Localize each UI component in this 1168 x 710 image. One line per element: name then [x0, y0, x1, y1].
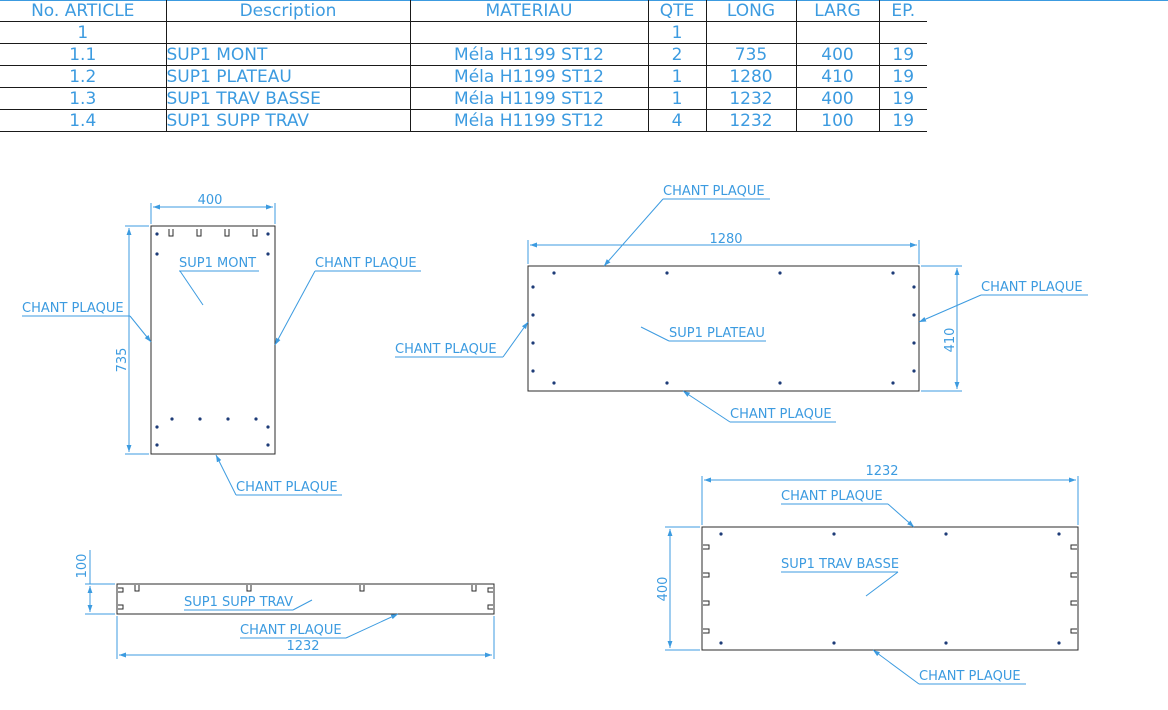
cell-long — [705, 21, 796, 44]
supp-trav-height-dim: 100 — [75, 554, 90, 579]
cell-material: Méla H1199 ST12 — [409, 65, 648, 88]
trav-basse-label: SUP1 TRAV BASSE — [781, 557, 899, 572]
mont-holes — [155, 232, 270, 447]
plateau-outline — [527, 265, 920, 392]
supp-trav-width-dim: 1232 — [286, 639, 319, 654]
cell-ep — [878, 21, 927, 44]
cell-long: 735 — [705, 43, 796, 66]
cell-material — [409, 21, 648, 44]
col-description-header: Description — [165, 0, 410, 22]
table-row: 1.2 SUP1 PLATEAU Méla H1199 ST12 1 1280 … — [0, 65, 927, 88]
cell-qty: 4 — [647, 109, 706, 132]
view-mont: 400 735 SUP1 MONT CHANT PLAQUE CHANT PLA… — [22, 193, 421, 496]
col-material-header: MATERIAU — [409, 0, 648, 22]
mont-edge-left-label: CHANT PLAQUE — [22, 301, 124, 316]
cell-qty: 2 — [647, 43, 706, 66]
cell-material: Méla H1199 ST12 — [409, 87, 648, 110]
cell-qty: 1 — [647, 87, 706, 110]
trav-basse-edge-top-label: CHANT PLAQUE — [781, 489, 883, 504]
table-row: 1.4 SUP1 SUPP TRAV Méla H1199 ST12 4 123… — [0, 109, 927, 132]
trav-basse-edge-bottom-label: CHANT PLAQUE — [919, 669, 1021, 684]
col-larg-header: LARG — [795, 0, 879, 22]
cell-description: SUP1 TRAV BASSE — [165, 87, 410, 110]
mont-label: SUP1 MONT — [179, 256, 256, 271]
cell-long: 1232 — [705, 109, 796, 132]
cell-larg: 400 — [795, 43, 879, 66]
cell-ep: 19 — [878, 87, 927, 110]
trav-basse-slots — [703, 544, 1077, 634]
mont-height-dim: 735 — [115, 348, 130, 373]
cell-ep: 19 — [878, 65, 927, 88]
plateau-edge-bottom-label: CHANT PLAQUE — [730, 407, 832, 422]
cell-description — [165, 21, 410, 44]
cell-larg: 400 — [795, 87, 879, 110]
mont-edge-bottom-label: CHANT PLAQUE — [236, 480, 338, 495]
cell-long: 1232 — [705, 87, 796, 110]
mont-edge-right-label: CHANT PLAQUE — [315, 256, 417, 271]
plateau-holes — [531, 271, 916, 385]
trav-basse-holes — [719, 532, 1061, 645]
cell-article: 1.1 — [0, 43, 166, 66]
col-article-header: No. ARTICLE — [0, 0, 166, 22]
cell-larg: 410 — [795, 65, 879, 88]
trav-basse-outline — [701, 526, 1079, 651]
trav-basse-width-dim: 1232 — [865, 464, 898, 479]
cell-long: 1280 — [705, 65, 796, 88]
cell-article: 1 — [0, 21, 166, 44]
supp-trav-edge-bottom-label: CHANT PLAQUE — [240, 623, 342, 638]
trav-basse-height-dim: 400 — [656, 577, 671, 602]
plateau-edge-left-label: CHANT PLAQUE — [395, 342, 497, 357]
mont-outline — [150, 225, 276, 455]
supp-trav-slots — [118, 585, 493, 610]
cell-qty: 1 — [647, 65, 706, 88]
plateau-height-dim: 410 — [943, 328, 958, 353]
supp-trav-label: SUP1 SUPP TRAV — [184, 595, 293, 610]
col-qty-header: QTE — [647, 0, 706, 22]
cell-ep: 19 — [878, 43, 927, 66]
view-plateau: 1280 410 SUP1 PLATEAU CHANT PLAQUE CHANT… — [395, 184, 1088, 423]
cell-larg: 100 — [795, 109, 879, 132]
plateau-edge-right-label: CHANT PLAQUE — [981, 280, 1083, 295]
table-row: 1 1 — [0, 21, 927, 44]
bom-table: No. ARTICLE Description MATERIAU QTE LON… — [0, 0, 927, 132]
view-trav-basse: 1232 400 SUP1 TRAV BASSE CHANT PLAQUE CH… — [656, 464, 1079, 685]
cell-article: 1.2 — [0, 65, 166, 88]
supp-trav-outline — [116, 583, 495, 615]
table-row: 1.3 SUP1 TRAV BASSE Méla H1199 ST12 1 12… — [0, 87, 927, 110]
bom-header-row: No. ARTICLE Description MATERIAU QTE LON… — [0, 0, 927, 22]
plateau-label: SUP1 PLATEAU — [669, 326, 765, 341]
cell-qty: 1 — [647, 21, 706, 44]
plateau-width-dim: 1280 — [709, 232, 742, 247]
cell-article: 1.4 — [0, 109, 166, 132]
cell-larg — [795, 21, 879, 44]
cell-material: Méla H1199 ST12 — [409, 109, 648, 132]
view-supp-trav: 100 1232 SUP1 SUPP TRAV CHANT PLAQUE — [75, 550, 495, 659]
cell-ep: 19 — [878, 109, 927, 132]
cell-description: SUP1 MONT — [165, 43, 410, 66]
mont-width-dim: 400 — [198, 193, 223, 208]
cell-description: SUP1 SUPP TRAV — [165, 109, 410, 132]
mont-slots — [168, 229, 258, 237]
plateau-edge-top-label: CHANT PLAQUE — [663, 184, 765, 199]
table-row: 1.1 SUP1 MONT Méla H1199 ST12 2 735 400 … — [0, 43, 927, 66]
cell-material: Méla H1199 ST12 — [409, 43, 648, 66]
cell-article: 1.3 — [0, 87, 166, 110]
col-long-header: LONG — [705, 0, 796, 22]
col-ep-header: EP. — [878, 0, 927, 22]
cell-description: SUP1 PLATEAU — [165, 65, 410, 88]
